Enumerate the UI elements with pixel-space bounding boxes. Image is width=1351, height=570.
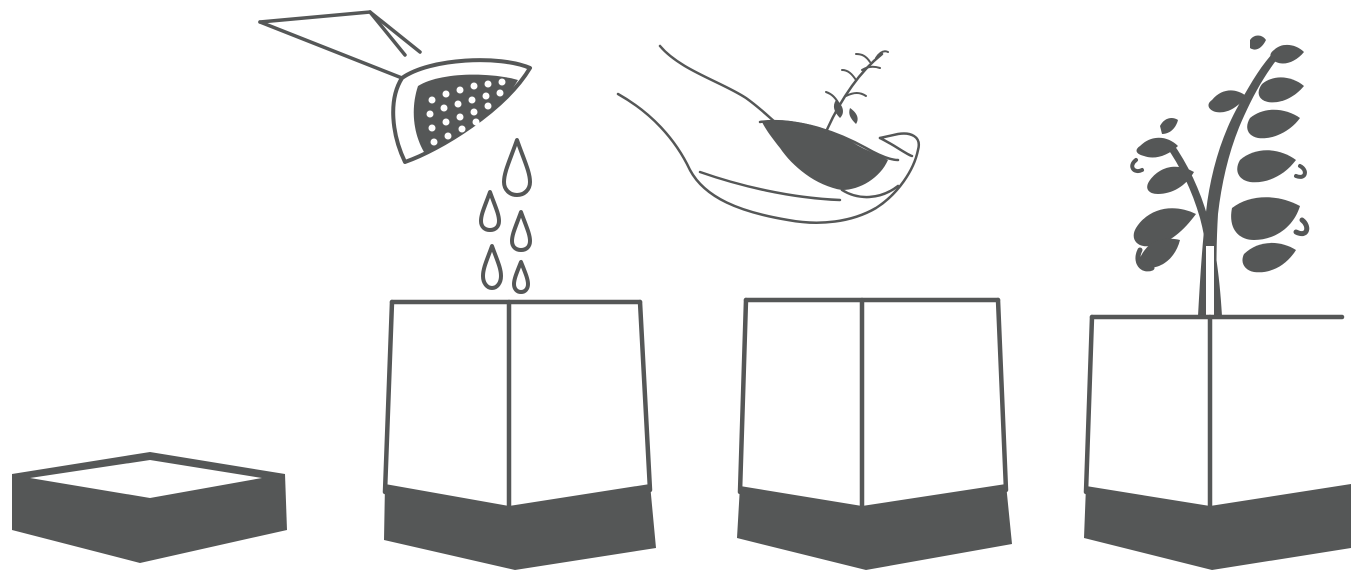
water-drops-icon [481, 140, 530, 292]
hand-seedling-icon [618, 46, 919, 223]
watering-can-icon [260, 12, 530, 162]
pot-step-2 [384, 302, 656, 570]
flat-pot-base-icon [12, 452, 287, 563]
pot-step-4 [1084, 317, 1351, 570]
grown-plant-icon [1132, 36, 1307, 317]
pot-step-3 [737, 300, 1012, 570]
